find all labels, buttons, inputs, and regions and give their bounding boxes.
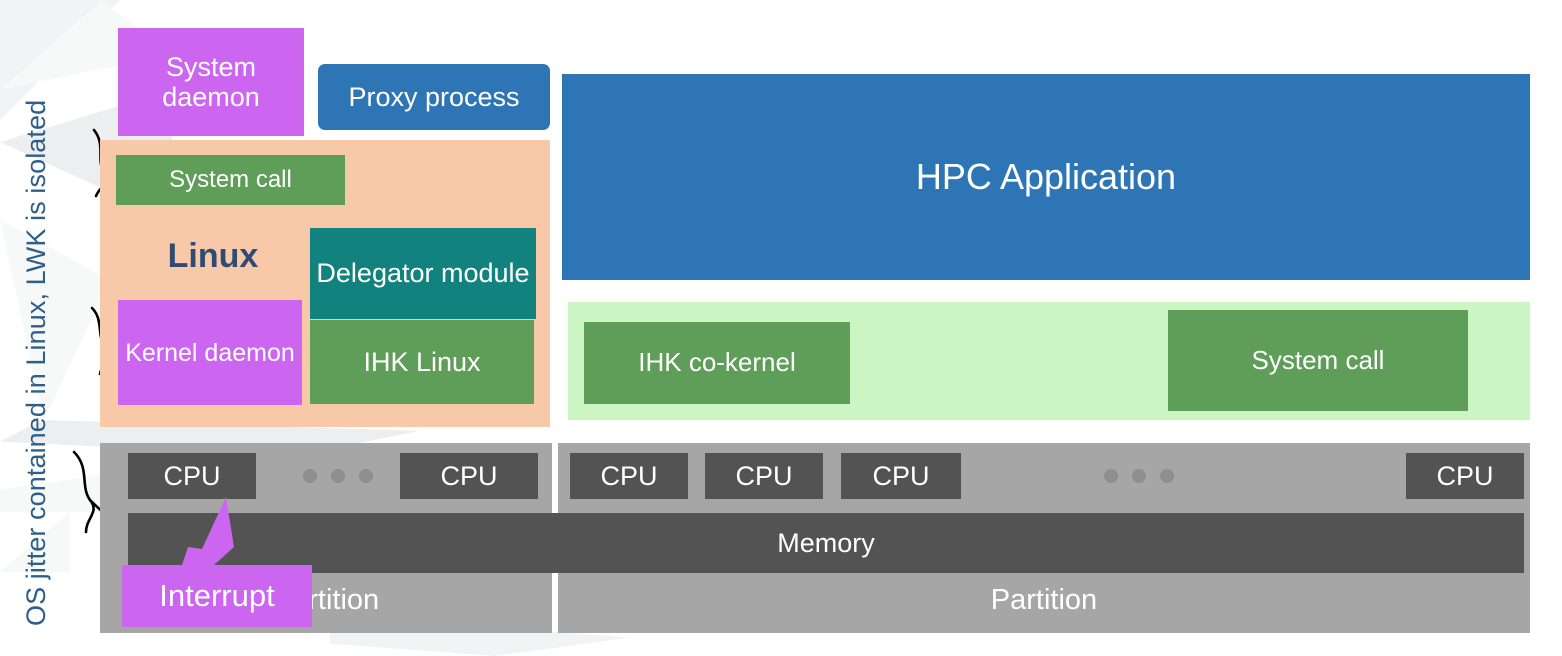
delegator-module-label: Delegator module <box>316 258 530 289</box>
cpu-label: CPU <box>163 460 221 491</box>
ellipsis-dot-icon <box>1132 469 1146 483</box>
ihk-linux-label: IHK Linux <box>363 346 481 377</box>
cpu-box[interactable]: CPU <box>1406 453 1524 499</box>
cpu-label: CPU <box>600 460 658 491</box>
memory-bar[interactable]: Memory <box>128 513 1524 573</box>
hpc-application-label: HPC Application <box>915 155 1177 197</box>
cpu-box[interactable]: CPU <box>128 453 256 499</box>
proxy-process-label: Proxy process <box>348 81 520 112</box>
ihk-cokernel-label: IHK co-kernel <box>638 347 796 378</box>
interrupt-callout[interactable]: Interrupt <box>122 497 330 627</box>
cpu-ellipsis <box>1104 469 1174 483</box>
cpu-label: CPU <box>735 460 793 491</box>
ihk-linux-box[interactable]: IHK Linux <box>310 320 534 404</box>
ellipsis-dot-icon <box>303 469 317 483</box>
right-partition-text: Partition <box>990 583 1098 616</box>
system-daemon-label: System daemon <box>162 51 260 112</box>
delegator-module-box[interactable]: Delegator module <box>310 228 536 319</box>
linux-panel-label: Linux <box>118 232 308 280</box>
cpu-box[interactable]: CPU <box>400 453 538 499</box>
system-daemon-box[interactable]: System daemon <box>118 28 304 136</box>
cpu-box[interactable]: CPU <box>570 453 688 499</box>
ihk-cokernel-box[interactable]: IHK co-kernel <box>584 322 850 404</box>
ellipsis-dot-icon <box>331 469 345 483</box>
ellipsis-dot-icon <box>1104 469 1118 483</box>
vertical-caption: OS jitter contained in Linux, LWK is iso… <box>20 99 51 626</box>
hpc-application-box[interactable]: HPC Application <box>562 74 1530 280</box>
cpu-label: CPU <box>872 460 930 491</box>
cpu-label: CPU <box>440 460 498 491</box>
cpu-label: CPU <box>1436 460 1494 491</box>
interrupt-callout-shape <box>122 497 312 627</box>
mckernel-system-call-box[interactable]: System call <box>1168 310 1468 411</box>
ellipsis-dot-icon <box>359 469 373 483</box>
kernel-daemon-box[interactable]: Kernel daemon <box>118 300 302 405</box>
cpu-box[interactable]: CPU <box>841 453 961 499</box>
proxy-process-box[interactable]: Proxy process <box>318 64 550 130</box>
ellipsis-dot-icon <box>1160 469 1174 483</box>
cpu-ellipsis <box>303 469 373 483</box>
kernel-daemon-label: Kernel daemon <box>125 338 295 367</box>
memory-label: Memory <box>777 527 875 558</box>
interrupt-label: Interrupt <box>159 578 275 613</box>
mckernel-system-call-label: System call <box>1251 344 1385 375</box>
linux-system-call-label: System call <box>169 165 292 193</box>
cpu-box[interactable]: CPU <box>705 453 823 499</box>
linux-label-text: Linux <box>167 236 259 275</box>
linux-system-call-box[interactable]: System call <box>116 155 345 205</box>
right-partition-label: Partition <box>558 575 1530 625</box>
